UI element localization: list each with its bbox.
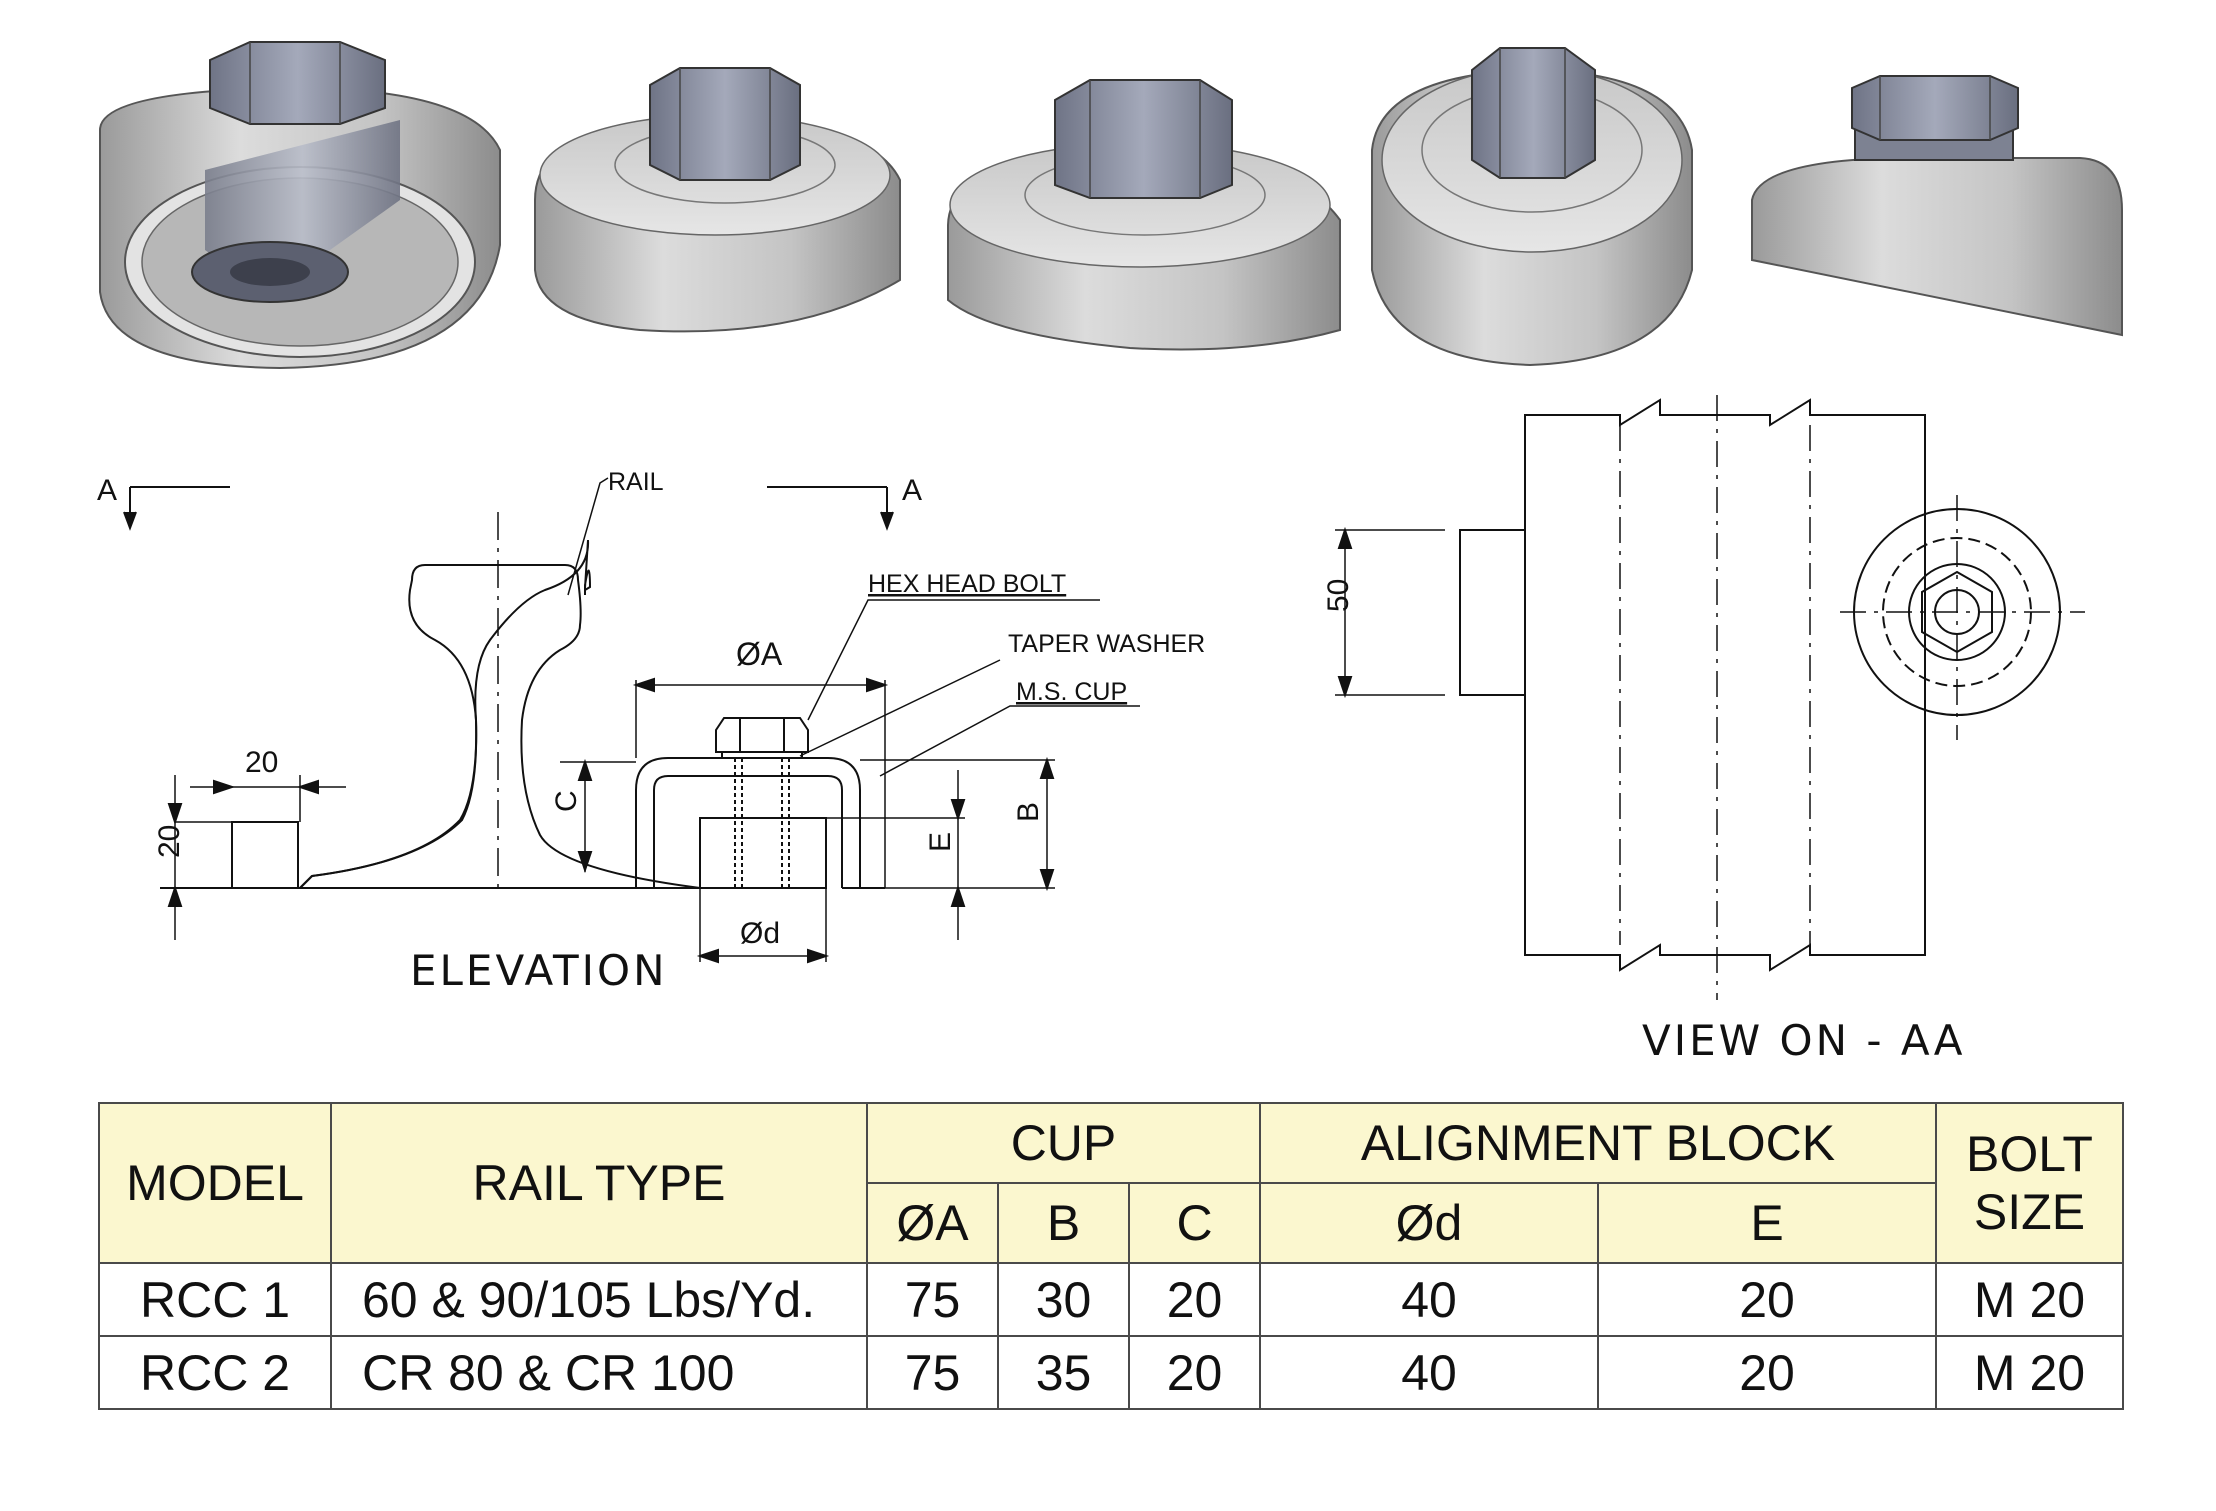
elevation-title: ELEVATION	[410, 946, 668, 995]
elevation-labels: A A RAIL HEX HEAD BOLT TAPER WASHER M.S.…	[97, 468, 1205, 995]
hex-head-bolt-label: HEX HEAD BOLT	[868, 570, 1066, 598]
hex-head-bolt	[715, 717, 809, 753]
cell-model: RCC 2	[98, 1335, 332, 1410]
header-bolt-line1: BOLT	[1966, 1126, 2093, 1182]
header-c: C	[1128, 1182, 1261, 1264]
header-alignment-block: ALIGNMENT BLOCK	[1259, 1102, 1937, 1184]
header-model: MODEL	[98, 1102, 332, 1264]
view-aa-drawing	[1335, 395, 2085, 1000]
dim-b-label: B	[1012, 802, 1045, 822]
dim-a-label: ØA	[736, 636, 783, 672]
cell-bolt: M 20	[1935, 1262, 2124, 1337]
cell-d: 40	[1259, 1335, 1599, 1410]
section-label-left: A	[97, 474, 117, 507]
elevation-drawing	[123, 477, 1140, 964]
cell-e: 20	[1597, 1262, 1937, 1337]
cell-b: 35	[997, 1335, 1130, 1410]
cell-e: 20	[1597, 1335, 1937, 1410]
rail-profile	[299, 539, 592, 889]
alignment-block	[231, 821, 299, 889]
cell-c: 20	[1128, 1262, 1261, 1337]
header-b: B	[997, 1182, 1130, 1264]
render-underside-view	[99, 41, 501, 370]
cell-a: 75	[866, 1262, 999, 1337]
dim-50-label: 50	[1322, 579, 1355, 612]
section-label-right: A	[902, 474, 922, 507]
header-d: Ød	[1259, 1182, 1599, 1264]
cell-b: 30	[997, 1262, 1130, 1337]
cell-a: 75	[866, 1335, 999, 1410]
header-bolt-size: BOLT SIZE	[1935, 1102, 2124, 1264]
header-bolt-line2: SIZE	[1973, 1184, 2086, 1240]
dim-c-label: C	[550, 790, 583, 812]
view-aa-title: VIEW ON - AA	[1642, 1016, 1966, 1065]
dim-d-label: Ød	[740, 917, 780, 950]
section-marker-right	[767, 486, 888, 525]
cell-bolt: M 20	[1935, 1335, 2124, 1410]
cell-model: RCC 1	[98, 1262, 332, 1337]
dim-e-label: E	[924, 832, 957, 852]
header-a: ØA	[866, 1182, 999, 1264]
dim-height-20-label: 20	[153, 825, 186, 858]
header-cup: CUP	[866, 1102, 1261, 1184]
header-rail-type: RAIL TYPE	[330, 1102, 868, 1264]
render-side-view	[534, 67, 901, 333]
cell-rail-type: CR 80 & CR 100	[330, 1335, 868, 1410]
header-e: E	[1597, 1182, 1937, 1264]
dim-width-20-label: 20	[245, 746, 278, 779]
view-alignment-block	[1459, 529, 1526, 696]
view-aa-labels: 50 VIEW ON - AA	[1322, 579, 1966, 1065]
render-elevation-view	[1751, 75, 2123, 337]
rail-label: RAIL	[608, 468, 664, 496]
section-marker-left	[129, 486, 230, 525]
taper-washer-label: TAPER WASHER	[1008, 630, 1205, 658]
table-row: RCC 1 60 & 90/105 Lbs/Yd. 75 30 20 40 20…	[98, 1262, 2124, 1337]
specification-table: MODEL RAIL TYPE CUP ALIGNMENT BLOCK BOLT…	[98, 1102, 2124, 1410]
render-front-view	[947, 79, 1341, 351]
table-row: RCC 2 CR 80 & CR 100 75 35 20 40 20 M 20	[98, 1335, 2124, 1410]
cell-c: 20	[1128, 1335, 1261, 1410]
render-top-view	[1371, 47, 1693, 367]
cell-d: 40	[1259, 1262, 1599, 1337]
ms-cup-label: M.S. CUP	[1016, 678, 1127, 706]
cell-rail-type: 60 & 90/105 Lbs/Yd.	[330, 1262, 868, 1337]
